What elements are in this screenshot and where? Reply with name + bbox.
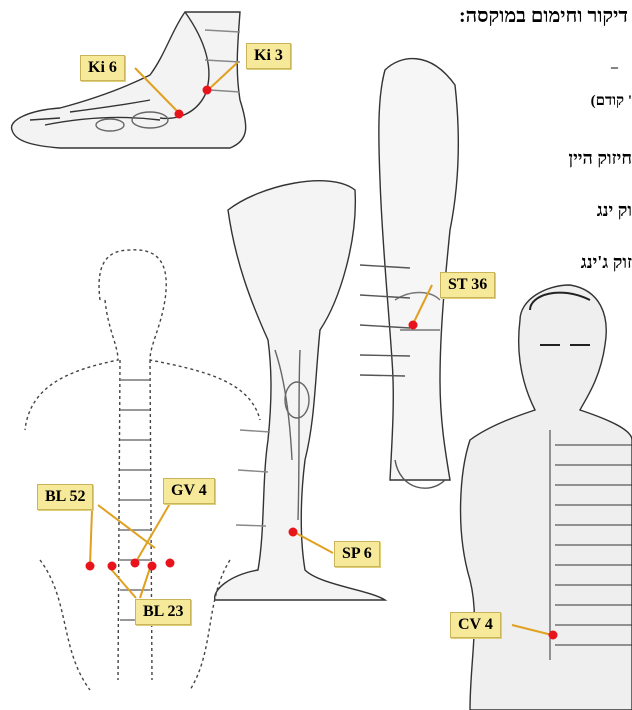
- point-cv4: [549, 631, 558, 640]
- heading-line-4: חיזוק היין: [568, 148, 632, 169]
- point-gv4: [131, 559, 140, 568]
- foot-drawing: [12, 12, 246, 148]
- label-bl23: BL 23: [135, 599, 191, 625]
- point-bl52-left: [86, 562, 95, 571]
- point-st36: [409, 321, 418, 330]
- label-ki6: Ki 6: [80, 55, 125, 81]
- point-bl23-right: [148, 562, 157, 571]
- heading-line-1: דיקור וחימום במוקסה:: [459, 5, 628, 28]
- point-bl23-left: [108, 562, 117, 571]
- torso-front-drawing: [461, 285, 632, 710]
- heading-line-5: וק ינג: [597, 200, 632, 221]
- label-bl52: BL 52: [37, 484, 93, 510]
- heading-line-2: –: [611, 60, 618, 76]
- heading-line-3: ' קודם): [591, 93, 632, 110]
- label-sp6: SP 6: [334, 541, 380, 567]
- point-ki3: [203, 86, 212, 95]
- point-ki6: [175, 110, 184, 119]
- label-ki3: Ki 3: [246, 43, 291, 69]
- point-sp6: [289, 528, 298, 537]
- label-gv4: GV 4: [163, 478, 215, 504]
- label-st36: ST 36: [440, 272, 495, 298]
- heading-line-6: זוק ג'ינג: [581, 252, 632, 273]
- point-bl52-right: [166, 559, 175, 568]
- label-cv4: CV 4: [450, 612, 501, 638]
